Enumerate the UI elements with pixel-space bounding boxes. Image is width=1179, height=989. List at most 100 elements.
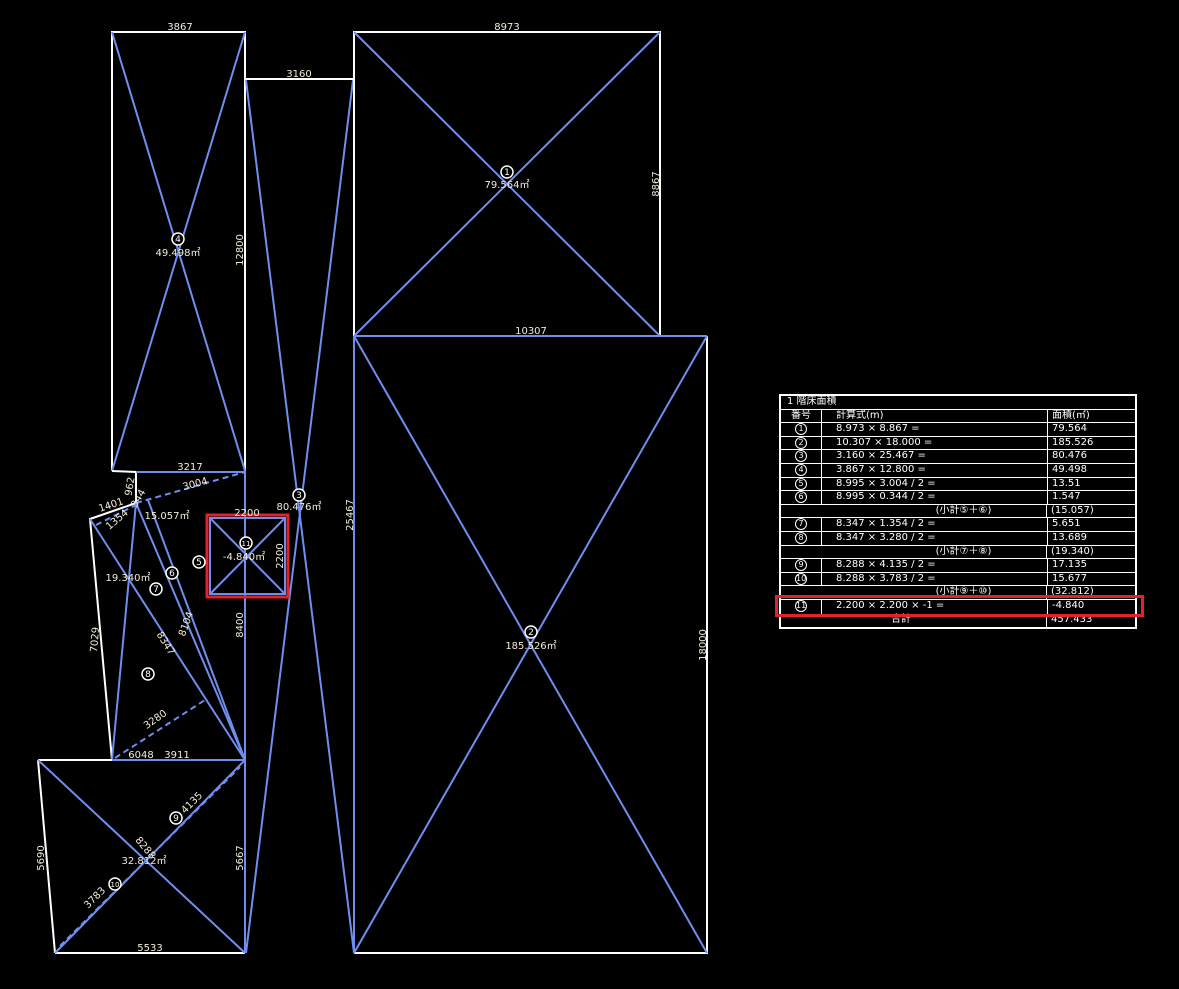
dim-label: 10307: [515, 326, 547, 337]
dim-label: 12800: [235, 234, 246, 266]
svg-text:6: 6: [169, 569, 175, 579]
row-area: 15.677: [1052, 572, 1087, 584]
row-number: 6: [795, 491, 807, 504]
svg-text:5: 5: [196, 558, 202, 568]
marker-9: 9: [169, 811, 183, 825]
area-label: 80.476㎡: [277, 501, 322, 513]
subtotal-value: (32.812): [1051, 586, 1094, 598]
marker-3: 3: [292, 488, 306, 502]
marker-10: 10: [108, 877, 122, 891]
area-label: 32.812㎡: [122, 855, 167, 867]
row-area: 1.547: [1052, 491, 1081, 503]
dim-label: 5533: [137, 943, 162, 954]
table-subtotal-row: (小計⑦＋⑧) (19.340): [781, 545, 1135, 560]
table-subtotal-row: (小計⑨＋⑩) (32.812): [781, 586, 1135, 600]
subtotal-value: (15.057): [1051, 504, 1094, 516]
subtotal-value: (19.340): [1051, 545, 1094, 557]
area-label: 49.498㎡: [156, 247, 201, 259]
row-formula: 10.307 × 18.000 =: [822, 436, 1048, 450]
dim-label: 18000: [698, 629, 709, 661]
row-area: 49.498: [1052, 463, 1087, 475]
row-formula: 3.867 × 12.800 =: [822, 463, 1048, 477]
table-title-row: 1 階床面積: [781, 396, 1135, 410]
svg-text:3: 3: [296, 491, 302, 501]
table-header-row: 番号 計算式(m) 面積(㎡): [781, 409, 1135, 424]
header-number: 番号: [781, 409, 822, 423]
marker-4: 4: [171, 232, 185, 246]
dim-label: 7029: [89, 627, 102, 653]
dim-label: 3217: [177, 462, 202, 473]
row-number: 5: [795, 477, 807, 490]
row-area: -4.840: [1052, 599, 1085, 611]
row-area: 13.689: [1052, 531, 1087, 543]
svg-text:4: 4: [175, 235, 181, 245]
area-label: 19.340㎡: [106, 572, 151, 584]
row-number: 8: [795, 531, 807, 544]
table-row: 4 3.867 × 12.800 = 49.498: [781, 463, 1135, 478]
row-area: 5.651: [1052, 518, 1081, 530]
total-label: 合計: [821, 613, 1047, 628]
area-9-10-quad: [37, 759, 246, 954]
table-title: 1 階床面積: [787, 396, 837, 407]
svg-text:1: 1: [504, 168, 510, 178]
dim-label: 5667: [235, 845, 246, 870]
table-row: 11 2.200 × 2.200 × -1 = -4.840: [781, 599, 1135, 614]
dim-label: 8400: [235, 612, 246, 637]
deduction-11-square: [205, 513, 290, 599]
dim-label: 6048: [128, 750, 153, 761]
dim-label: 8973: [494, 22, 519, 33]
area-1-rect: [353, 31, 661, 337]
row-formula: 8.347 × 3.280 / 2 =: [822, 531, 1048, 545]
highlight-box-drawing: [205, 513, 290, 599]
row-area: 80.476: [1052, 450, 1087, 462]
area-4-rect: [111, 31, 246, 472]
row-formula: 8.995 × 3.004 / 2 =: [822, 477, 1048, 491]
dim-label: 3280: [142, 708, 169, 732]
row-number: 9: [795, 559, 807, 572]
row-area: 185.526: [1052, 436, 1094, 448]
table-row: 2 10.307 × 18.000 = 185.526: [781, 436, 1135, 451]
dim-label: 3911: [164, 750, 189, 761]
dim-label: 8867: [651, 171, 662, 196]
total-value: 457.433: [1051, 613, 1093, 625]
row-number: 11: [795, 599, 807, 612]
row-number: 4: [795, 463, 807, 476]
dim-label: 3160: [286, 69, 311, 80]
row-number: 10: [795, 572, 807, 585]
area-label: 185.526㎡: [505, 640, 556, 652]
marker-11: 11: [239, 536, 253, 550]
subtotal-label: (小計⑨＋⑩): [821, 586, 1047, 599]
row-formula: 2.200 × 2.200 × -1 =: [822, 599, 1048, 614]
header-formula: 計算式(m): [822, 409, 1048, 423]
marker-7: 7: [149, 582, 163, 596]
row-formula: 8.973 × 8.867 =: [822, 423, 1048, 436]
row-number: 7: [795, 518, 807, 531]
row-formula: 3.160 × 25.467 =: [822, 450, 1048, 463]
area-label: -4.840㎡: [223, 551, 265, 563]
marker-2: 2: [524, 625, 538, 639]
row-area: 17.135: [1052, 559, 1087, 571]
triangles-5-8: [88, 470, 246, 761]
svg-text:9: 9: [173, 814, 179, 824]
dim-label: 962: [123, 476, 137, 497]
dim-label: 3867: [167, 22, 192, 33]
table-total-row: 合計 457.433: [781, 613, 1135, 628]
row-number: 3: [795, 450, 807, 463]
row-number: 2: [795, 436, 807, 449]
area-label: 15.057㎡: [145, 510, 190, 522]
dim-label: 2200: [275, 543, 286, 568]
svg-text:8: 8: [145, 670, 151, 680]
area-label: 79.564㎡: [485, 179, 530, 191]
marker-6: 6: [165, 566, 179, 580]
area-2-rect: [353, 335, 708, 954]
dim-label: 3004: [182, 476, 209, 493]
svg-text:2: 2: [528, 628, 534, 638]
subtotal-label: (小計⑦＋⑧): [821, 545, 1047, 559]
svg-text:10: 10: [111, 881, 120, 889]
dim-label: 8347: [154, 630, 177, 657]
